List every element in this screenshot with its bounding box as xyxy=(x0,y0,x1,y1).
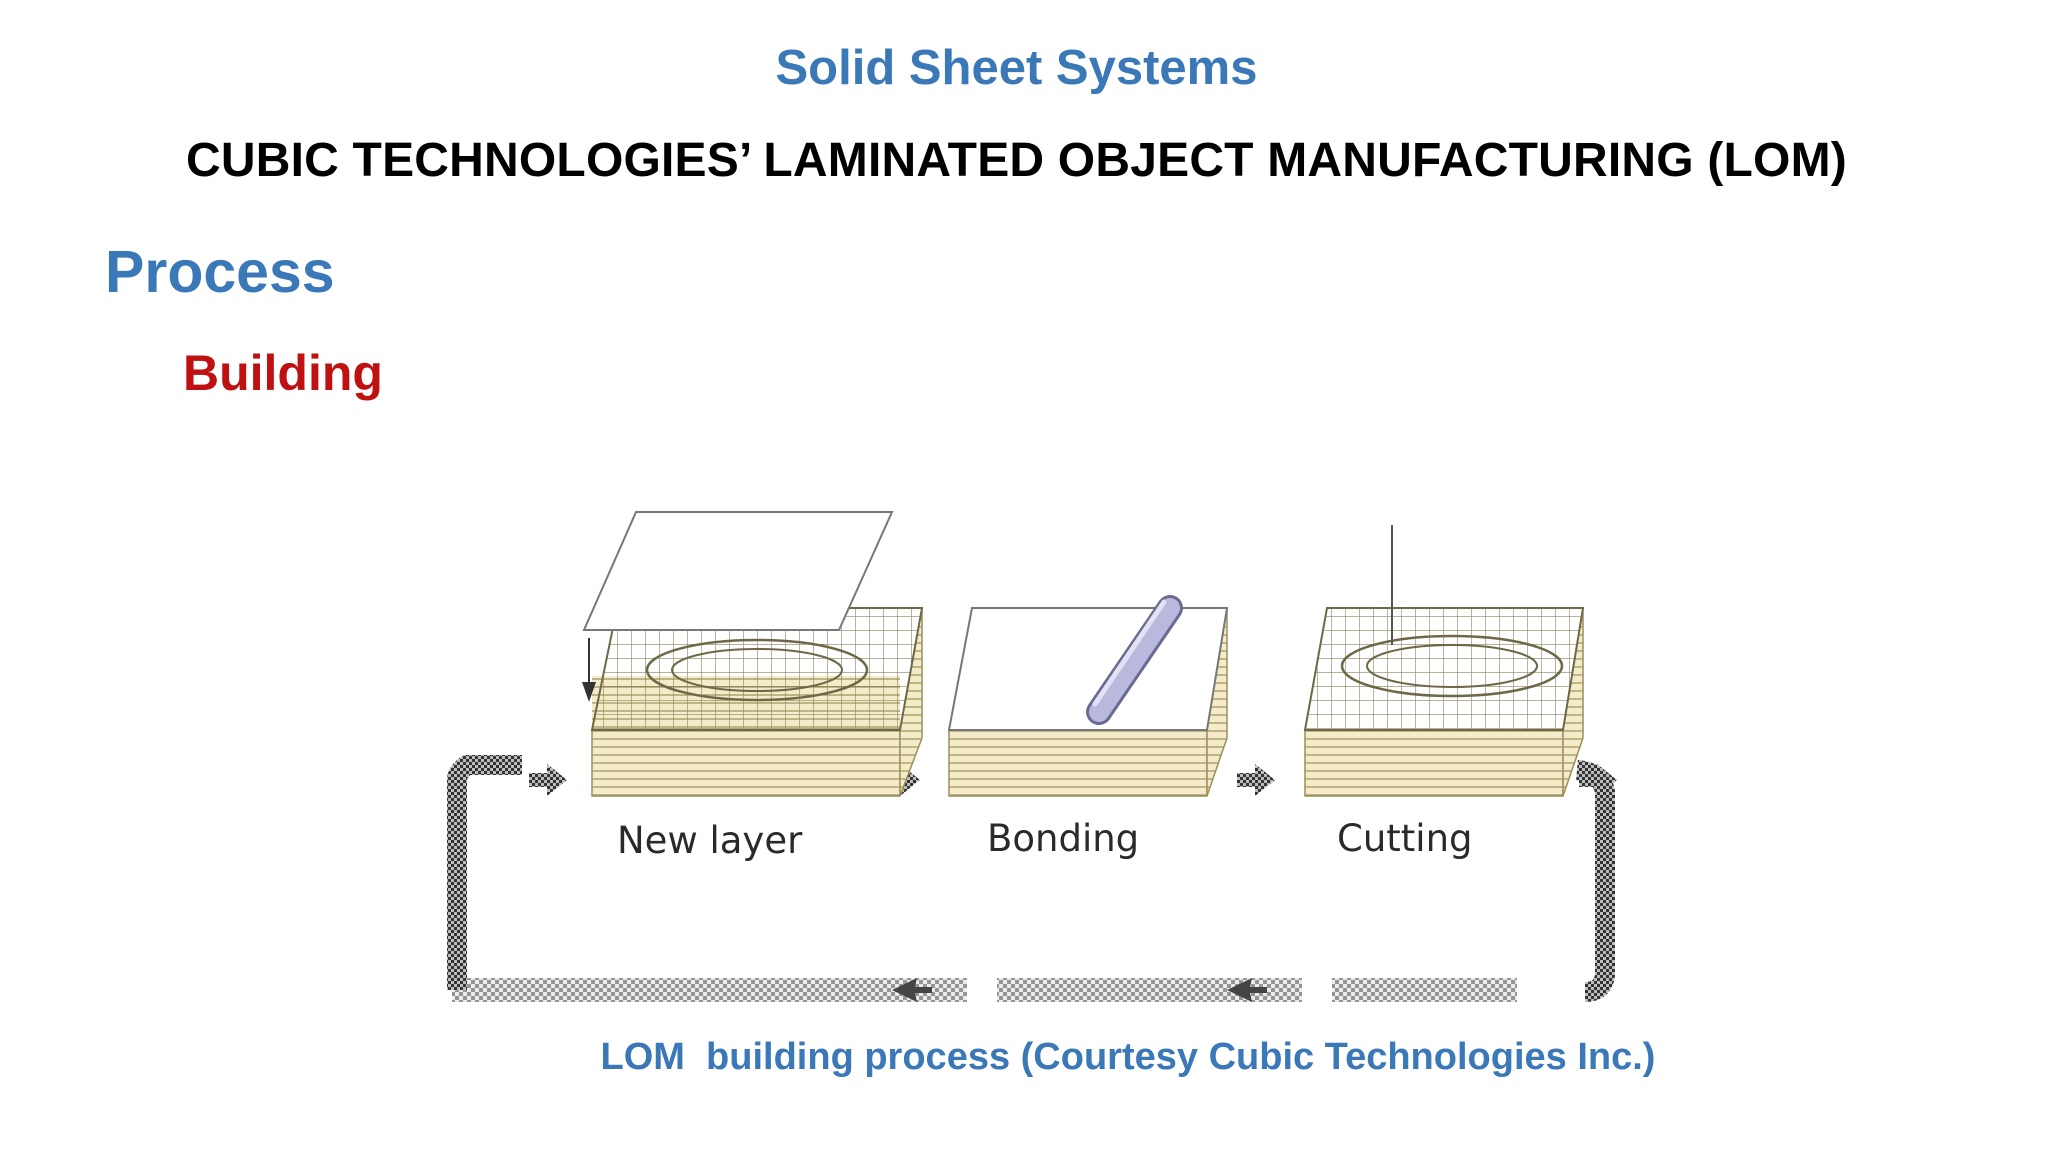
sub-heading: Building xyxy=(183,345,383,401)
arrow-left-icon xyxy=(892,978,932,1002)
arrow-down-icon xyxy=(582,682,596,702)
new-layer-station xyxy=(582,511,924,797)
roller-icon xyxy=(1086,595,1183,725)
slide-title: Solid Sheet Systems xyxy=(775,41,1258,95)
cutting-station xyxy=(1303,525,1585,797)
figure-caption-text: LOM building process (Courtesy Cubic Tec… xyxy=(600,1036,1656,1078)
step-label-new-layer: New layer xyxy=(617,819,803,862)
lom-process-diagram: New layer Bonding Cutting xyxy=(447,511,1617,1002)
section-heading: Process xyxy=(105,239,335,305)
arrow-left-icon xyxy=(1227,978,1267,1002)
lom-process-figure: New layer Bonding Cutting xyxy=(127,420,1727,1030)
bonding-station xyxy=(947,595,1229,797)
figure-caption: LOM building process (Courtesy Cubic Tec… xyxy=(0,1036,2048,1079)
step-label-cutting: Cutting xyxy=(1337,817,1473,860)
slide-subtitle: CUBIC TECHNOLOGIES’ LAMINATED OBJECT MAN… xyxy=(186,134,1847,187)
step-label-bonding: Bonding xyxy=(987,817,1139,860)
